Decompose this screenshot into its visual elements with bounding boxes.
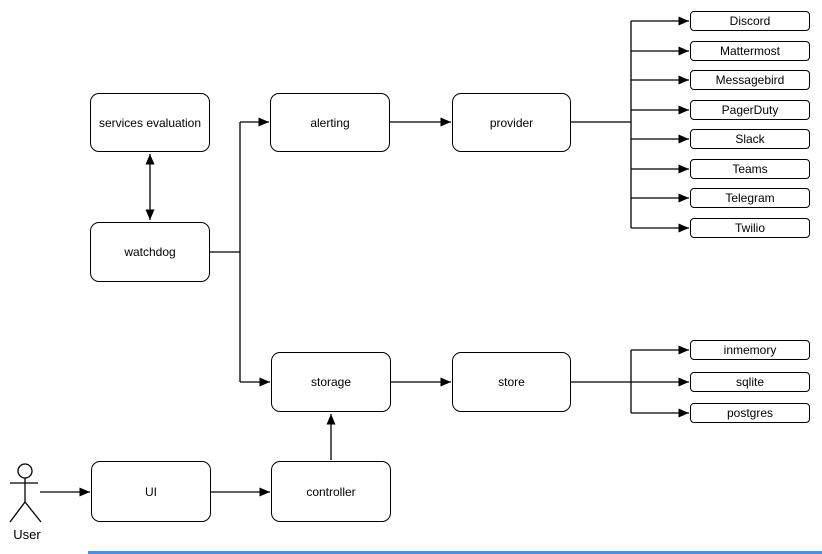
node-services-evaluation-label: services evaluation [98,115,202,130]
leaf-sqlite-label: sqlite [735,375,764,389]
bottom-accent-bar [88,551,822,554]
node-ui: UI [91,461,211,522]
node-storage: storage [271,352,391,412]
leaf-teams: Teams [690,159,810,179]
leaf-slack-label: Slack [735,132,765,146]
node-store-label: store [498,375,525,389]
leaf-slack: Slack [690,129,810,149]
leaf-teams-label: Teams [732,162,768,176]
leaf-twilio: Twilio [690,218,810,238]
leaf-inmemory: inmemory [690,340,810,360]
node-watchdog-label: watchdog [124,245,176,259]
leaf-discord-label: Discord [729,14,771,28]
leaf-inmemory-label: inmemory [723,343,777,357]
node-watchdog: watchdog [90,222,210,282]
leaf-telegram: Telegram [690,188,810,208]
node-storage-label: storage [310,375,352,389]
node-store: store [452,352,571,412]
leaf-postgres: postgres [690,403,810,423]
user-actor-icon [9,463,42,523]
node-alerting-label: alerting [310,115,350,130]
leaf-discord: Discord [690,11,810,31]
leaf-pagerduty: PagerDuty [690,100,810,120]
node-provider-label: provider [489,115,534,130]
user-actor-label: User [13,527,41,542]
node-ui-label: UI [145,484,157,499]
leaf-mattermost-label: Mattermost [719,44,780,58]
node-controller: controller [271,461,391,522]
node-controller-label: controller [306,484,356,499]
leaf-telegram-label: Telegram [725,191,775,205]
leaf-messagebird: Messagebird [690,70,810,90]
leaf-messagebird-label: Messagebird [715,73,785,87]
leaf-postgres-label: postgres [726,406,774,420]
leaf-twilio-label: Twilio [734,221,765,235]
leaf-pagerduty-label: PagerDuty [721,103,779,117]
node-provider: provider [452,93,571,152]
leaf-mattermost: Mattermost [690,41,810,61]
node-alerting: alerting [270,93,390,152]
leaf-sqlite: sqlite [690,372,810,392]
node-services-evaluation: services evaluation [90,93,210,152]
